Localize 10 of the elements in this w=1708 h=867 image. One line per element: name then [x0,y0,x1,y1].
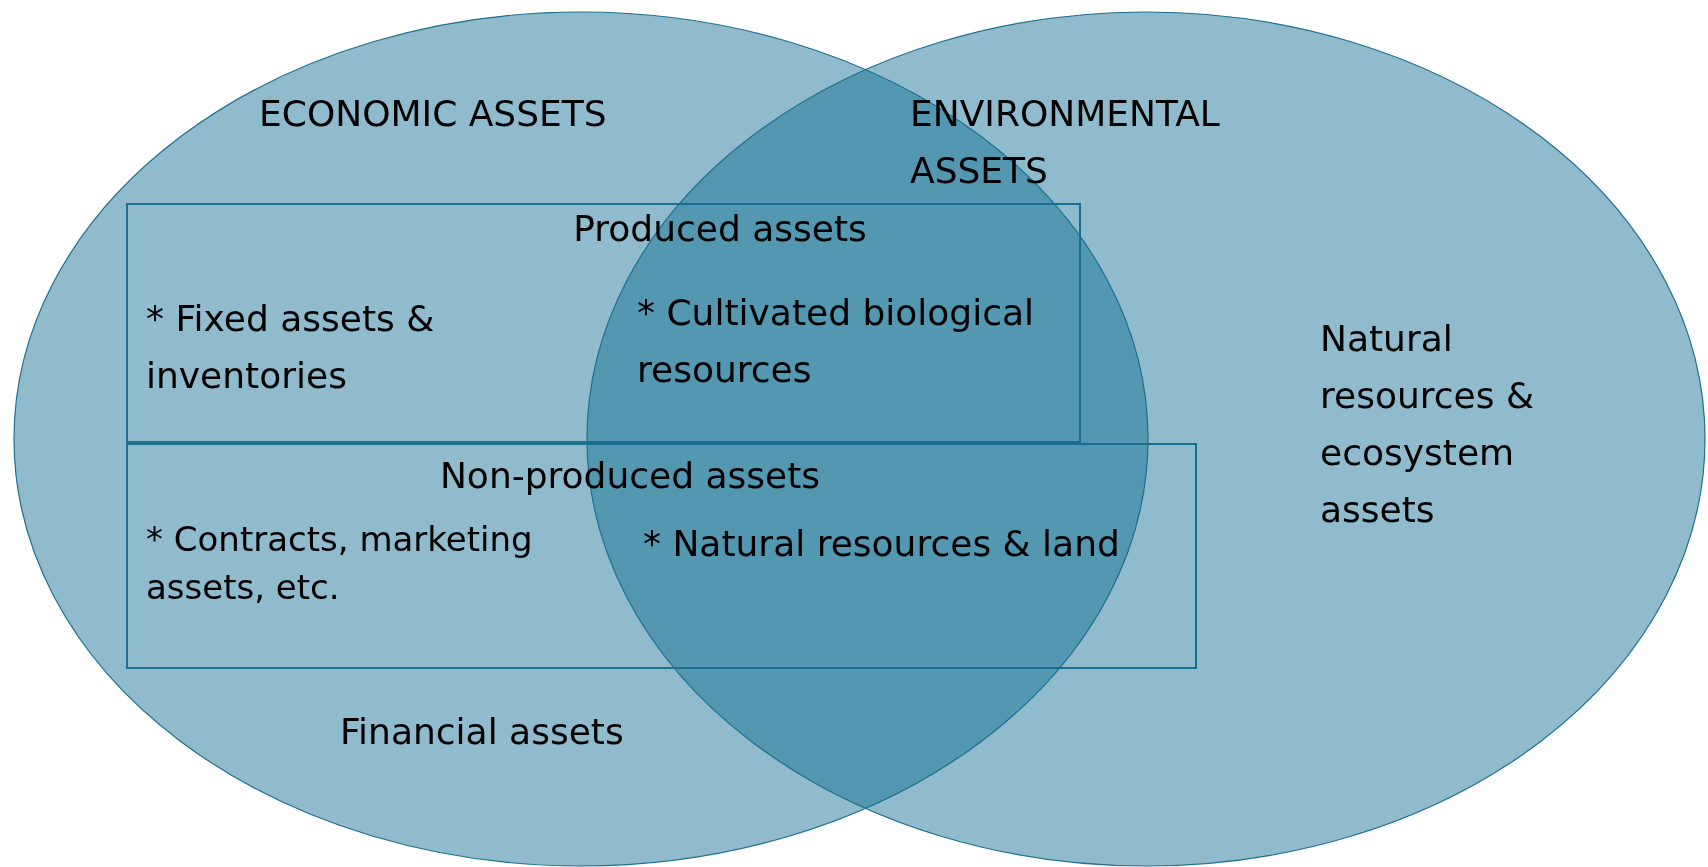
set-label: Financial assets [340,710,625,754]
box-heading: Non-produced assets [438,454,822,498]
set-heading: ECONOMIC ASSETS [259,92,608,136]
list-item: * Cultivated biological resources [637,291,1036,392]
set-label: Natural resources & ecosystem assets [1320,317,1535,532]
list-item: * Contracts, marketing assets, etc. [146,518,534,609]
box-heading: Produced assets [572,207,868,251]
list-item: * Fixed assets & inventories [146,297,436,398]
list-item: * Natural resources & land [643,522,1121,566]
set-heading: ENVIRONMENTAL ASSETS [910,92,1221,193]
